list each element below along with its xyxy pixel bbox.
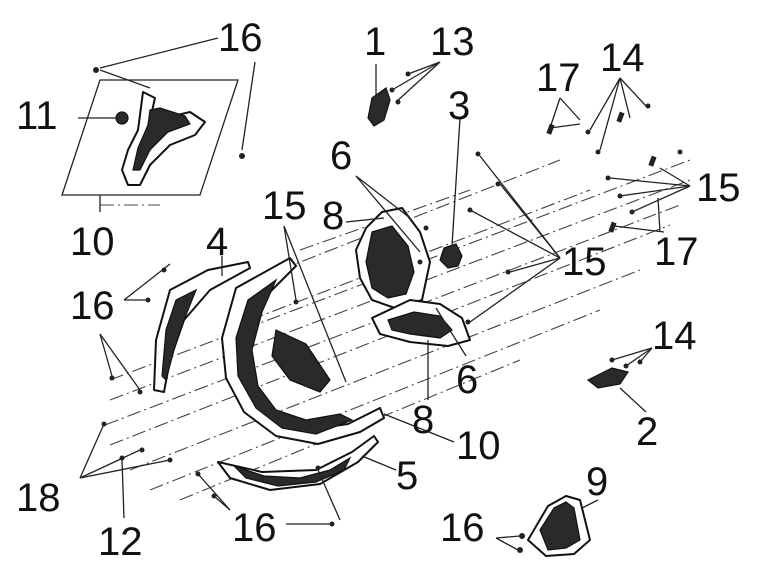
callout-3: 3 xyxy=(448,84,471,128)
part-9-trim-piece xyxy=(527,495,591,557)
part-3-bracket xyxy=(439,243,463,269)
callout-9: 9 xyxy=(586,460,609,504)
callout-6: 6 xyxy=(330,134,353,178)
callout-16: 16 xyxy=(218,16,263,60)
part-11-front-cover xyxy=(121,91,206,186)
callout-17: 17 xyxy=(536,56,581,100)
callout-11: 10 xyxy=(70,220,115,264)
callout-15: 14 xyxy=(600,36,645,80)
callout-16: 16 xyxy=(232,506,277,550)
leader-lines xyxy=(78,37,691,551)
part-8-lower-cover xyxy=(371,299,471,347)
callout-2: 2 xyxy=(636,410,659,454)
part-7-inner-panel xyxy=(355,207,431,309)
inset-frame xyxy=(61,79,239,196)
callout-1: 1 xyxy=(364,20,387,64)
part-1-turn-signal xyxy=(367,87,391,127)
part-5-lower-spoiler xyxy=(217,435,379,491)
callout-16: 16 xyxy=(440,506,485,550)
callout-10: 10 xyxy=(456,424,501,468)
callout-5: 5 xyxy=(396,454,419,498)
callout-7: 8 xyxy=(322,194,345,238)
callout-6: 6 xyxy=(456,358,479,402)
callout-18: 18 xyxy=(16,476,61,520)
callout-8: 8 xyxy=(412,398,435,442)
part-2-turn-signal xyxy=(586,367,629,389)
callout-13: 12 xyxy=(98,520,143,564)
callout-15: 15 xyxy=(262,184,307,228)
fasteners xyxy=(93,67,683,553)
callout-4: 4 xyxy=(206,220,229,264)
callout-17: 17 xyxy=(654,230,699,274)
callout-16: 16 xyxy=(70,284,115,328)
part-12-emblem xyxy=(115,111,129,125)
callout-14: 13 xyxy=(430,20,475,64)
part-10-main-fairing xyxy=(221,257,385,445)
part-4-side-cover xyxy=(153,261,251,393)
callout-15: 15 xyxy=(562,240,607,284)
callout-12: 11 xyxy=(16,94,58,138)
callout-15: 15 xyxy=(696,166,741,210)
callout-14: 14 xyxy=(652,314,697,358)
